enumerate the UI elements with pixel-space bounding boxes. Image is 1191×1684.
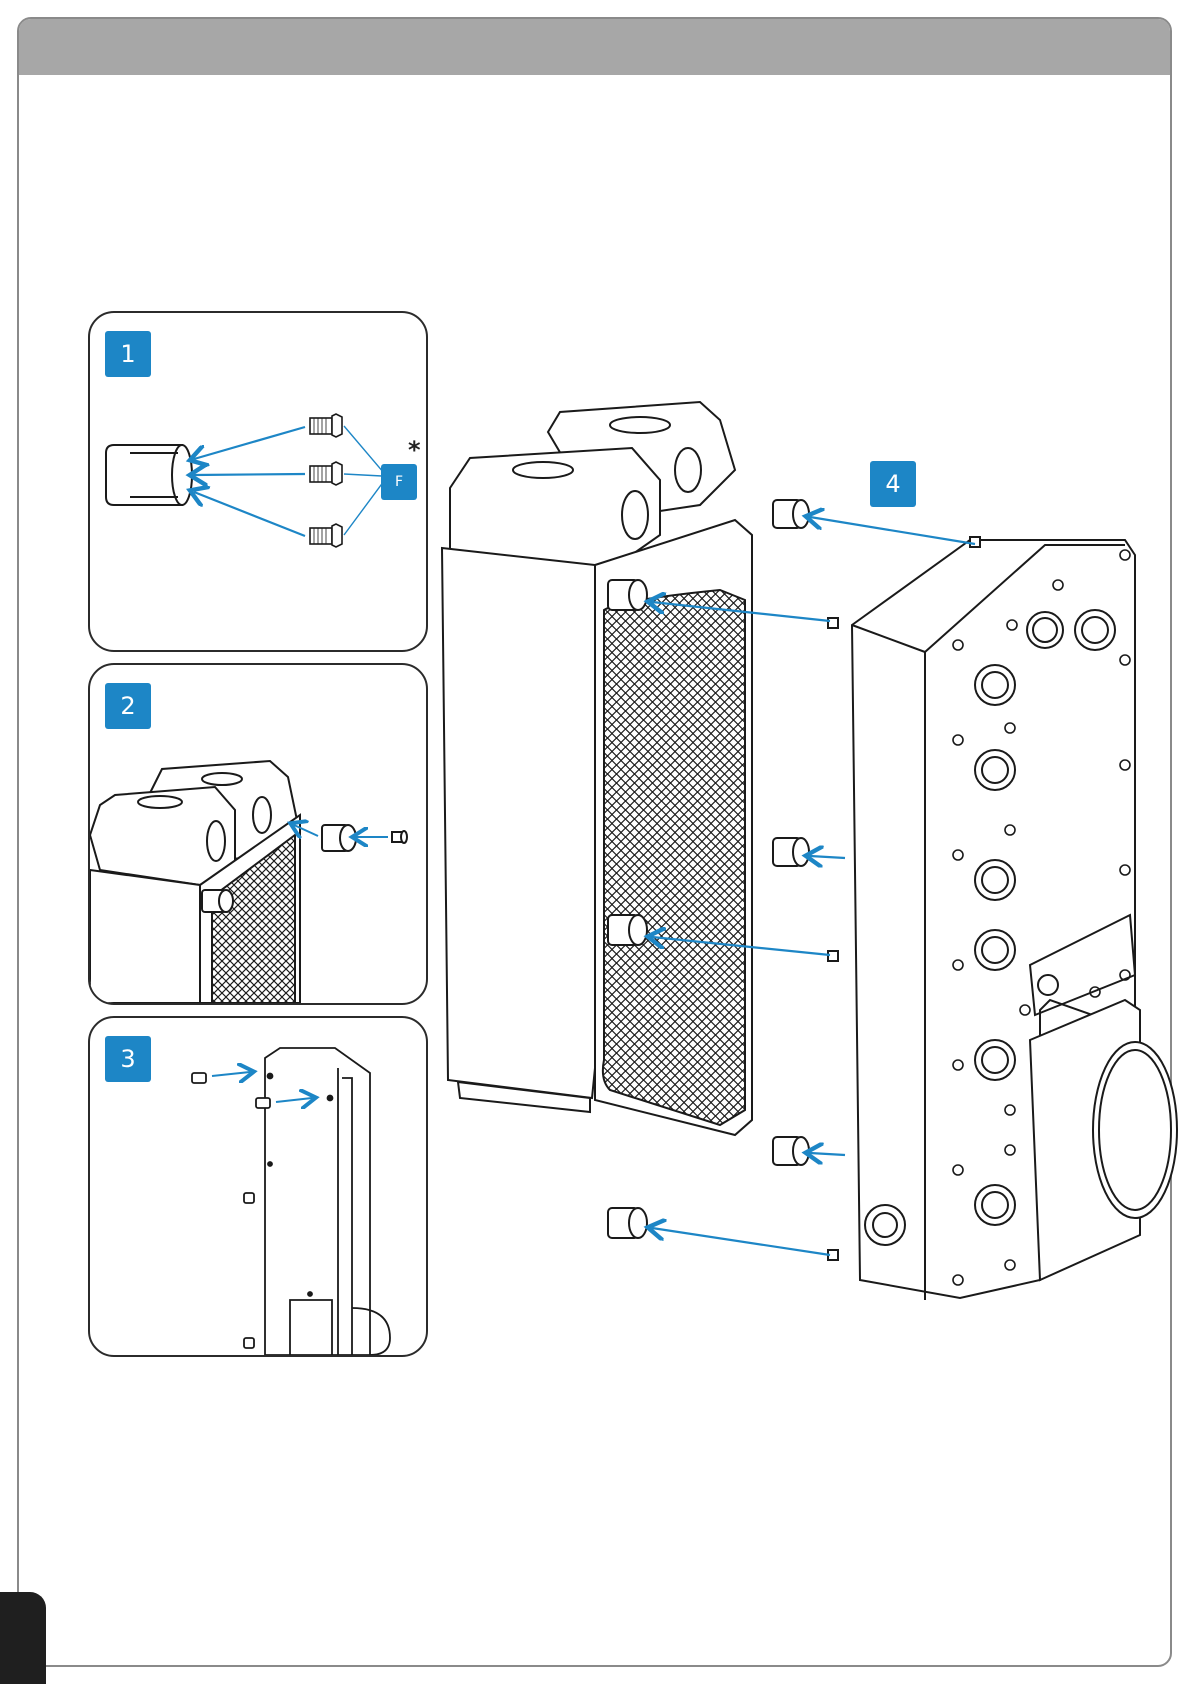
radiator [442, 402, 809, 1238]
step-1-panel: 1 [88, 311, 428, 652]
asterisk-note-mark: * [408, 436, 421, 464]
standoff-install-diagram [90, 665, 426, 1003]
step-3-panel: 3 [88, 1016, 428, 1357]
pump-reservoir [828, 537, 1177, 1300]
standoff [106, 445, 192, 505]
step-2-panel: 2 [88, 663, 428, 1005]
fastener-diagram [90, 313, 426, 650]
pin-install-diagram [90, 1018, 426, 1355]
screw [392, 831, 407, 843]
step-4-badge: 4 [870, 461, 916, 507]
fastener-label-badge: F [381, 464, 417, 500]
standoff [322, 825, 356, 851]
